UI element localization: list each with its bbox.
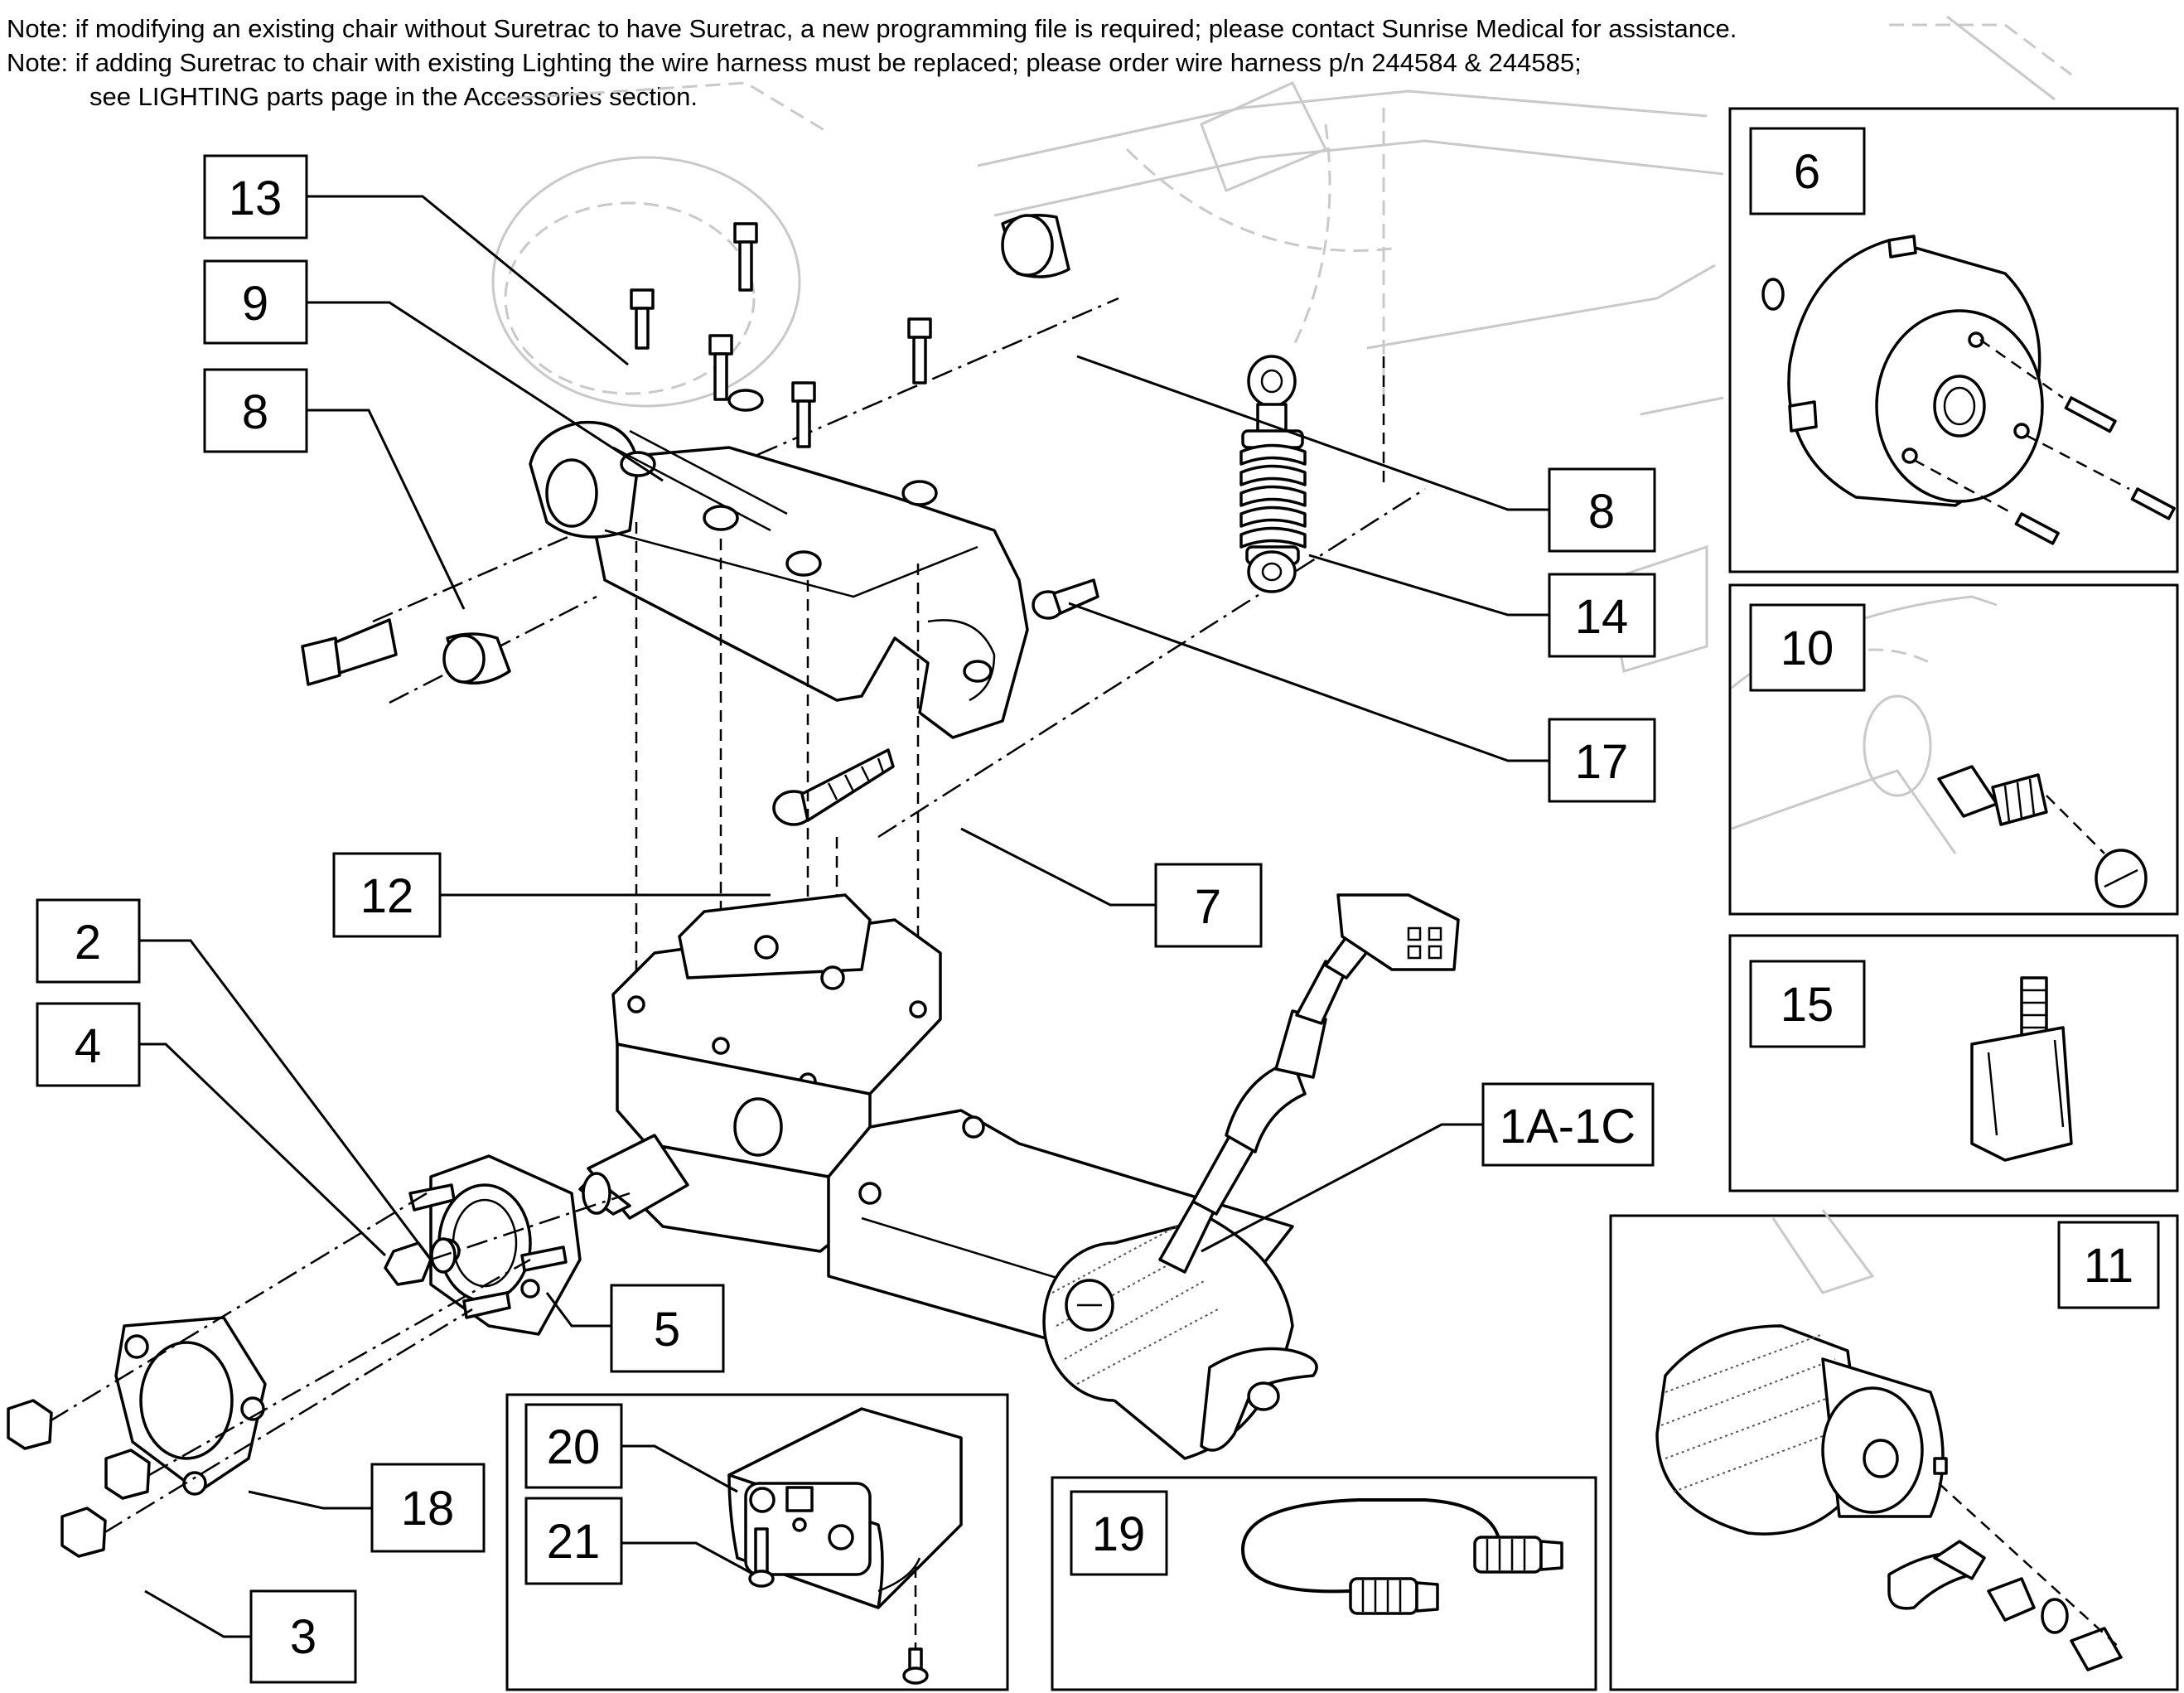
callout-12: 12 (332, 852, 442, 938)
callout-6: 6 (1749, 127, 1866, 215)
stud-axis-2 (148, 1258, 531, 1477)
lug-nuts (7, 1399, 151, 1558)
callout-3: 3 (249, 1589, 357, 1684)
lighting-module (727, 1407, 963, 1685)
callout-6-label: 6 (1794, 145, 1820, 199)
callout-11: 11 (2057, 1221, 2160, 1309)
notes-block: Note: if modifying an existing chair wit… (7, 12, 1737, 114)
upper-bushing (1001, 214, 1070, 278)
callout-14-label: 14 (1575, 590, 1629, 644)
callout-17: 17 (1548, 718, 1656, 803)
ghost-chair-frame (491, 15, 2072, 673)
callout-9-label: 9 (242, 277, 268, 331)
callout-10: 10 (1749, 603, 1866, 692)
callout-8-right-label: 8 (1588, 485, 1615, 539)
mounting-clip (1970, 976, 2073, 1162)
callout-7: 7 (1154, 863, 1263, 948)
callout-4: 4 (36, 1002, 141, 1087)
brake-release-lever (1655, 1209, 2123, 1671)
arm-mounting-bolts (630, 222, 932, 448)
callout-15-label: 15 (1781, 978, 1834, 1032)
callout-8-left-label: 8 (242, 385, 268, 439)
callout-15: 15 (1749, 960, 1866, 1048)
flange-plate (114, 1316, 267, 1496)
callout-3-label: 3 (290, 1610, 316, 1664)
stud-axis-1 (49, 1192, 428, 1423)
callout-21-label: 21 (547, 1515, 601, 1569)
suspension-arm (529, 420, 1029, 739)
lighting-cable (1240, 1498, 1563, 1615)
shock-absorber (1239, 355, 1307, 593)
motor-gearbox-assembly (578, 893, 1460, 1460)
callout-12-label: 12 (360, 869, 414, 923)
stud-axis-3 (103, 1308, 473, 1535)
callout-18: 18 (370, 1463, 486, 1553)
shoulder-bolt (1032, 578, 1099, 620)
note-lighting-page: see LIGHTING parts page in the Accessori… (89, 82, 698, 111)
centerline-lower (877, 487, 1426, 839)
leader-lines (139, 195, 1549, 1638)
callout-1a-1c-label: 1A-1C (1500, 1100, 1636, 1154)
callout-17-label: 17 (1575, 735, 1629, 789)
callout-20-label: 20 (547, 1420, 601, 1474)
callout-20: 20 (524, 1403, 623, 1489)
callout-10-label: 10 (1781, 622, 1834, 675)
note-lighting-harness: Note: if adding Suretrac to chair with e… (7, 48, 1582, 77)
shaft-axis (430, 1192, 631, 1261)
callout-21: 21 (524, 1497, 623, 1585)
brake-assembly (1761, 235, 2176, 545)
callout-4-label: 4 (75, 1019, 101, 1073)
callout-2: 2 (36, 898, 141, 984)
callout-1a-1c: 1A-1C (1481, 1082, 1655, 1167)
callout-7-label: 7 (1195, 880, 1221, 934)
callout-2-label: 2 (75, 916, 101, 970)
socket-head-bolt (772, 748, 895, 826)
callout-5-label: 5 (654, 1303, 680, 1357)
callout-19-label: 19 (1092, 1507, 1146, 1561)
callout-8-right: 8 (1548, 467, 1656, 553)
callout-18-label: 18 (401, 1482, 455, 1536)
callout-11-label: 11 (2084, 1239, 2133, 1293)
note-suretrac-programming: Note: if modifying an existing chair wit… (7, 14, 1737, 43)
callout-8-left: 8 (203, 368, 308, 453)
pivot-bolt-and-bushing (301, 618, 511, 686)
callout-14: 14 (1548, 573, 1656, 658)
callout-5: 5 (610, 1284, 725, 1373)
callout-19: 19 (1070, 1490, 1168, 1576)
centerline-upper (372, 297, 1119, 623)
hub-adapter (384, 1154, 582, 1336)
callout-13-label: 13 (229, 172, 283, 225)
callout-9: 9 (203, 259, 308, 345)
callout-13: 13 (203, 154, 308, 239)
